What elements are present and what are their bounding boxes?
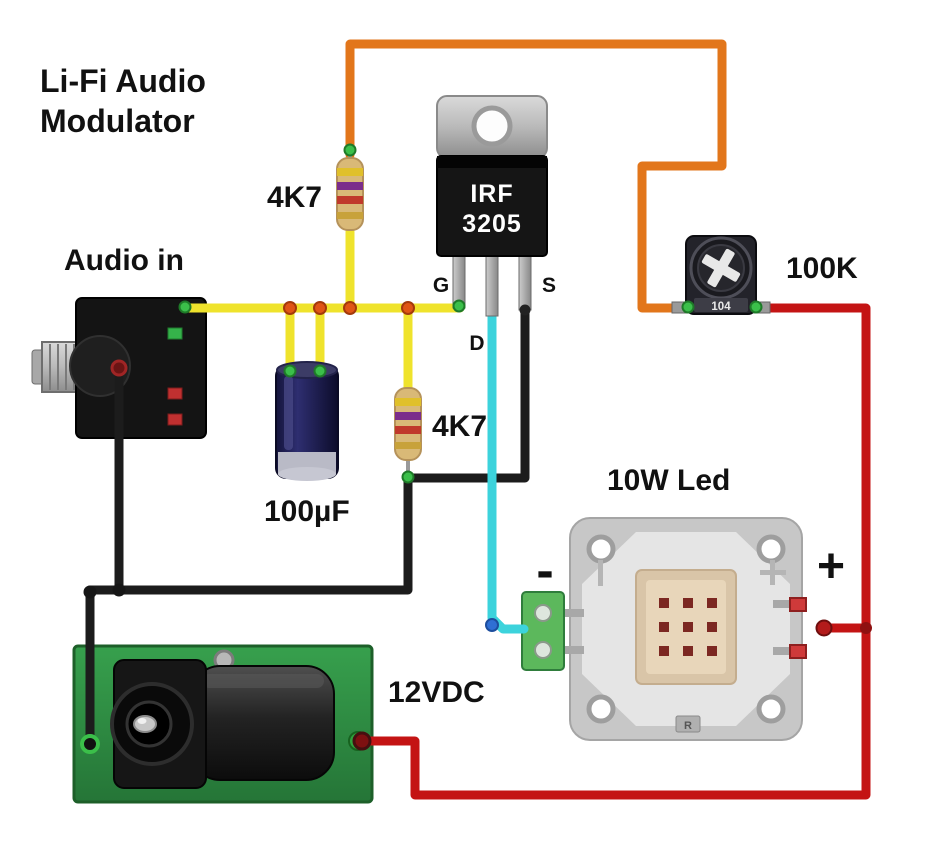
audio-jack-module <box>31 297 207 439</box>
capacitor-bottom <box>278 467 336 481</box>
led-plus-pad-bottom <box>789 644 807 659</box>
capacitor-highlight <box>284 376 293 450</box>
junction-yellow-2 <box>313 301 327 315</box>
resistor-top-band-yellow <box>337 168 363 176</box>
mosfet-leg-drain <box>485 253 499 317</box>
barrel-jack-pin-shine <box>137 718 147 724</box>
led-chip-grid <box>659 598 717 656</box>
black-ground-wire <box>85 471 413 749</box>
plate-plus-mark-v <box>770 560 775 585</box>
led-hole-top-right <box>756 534 786 564</box>
resistor-bottom-band-violet <box>395 412 421 420</box>
pin-source-label: S <box>542 274 556 297</box>
plate-minus-mark <box>598 560 603 586</box>
mosfet-leg-source <box>518 253 532 311</box>
dot-orange-resistor <box>343 143 357 157</box>
junction-yellow-4 <box>401 301 415 315</box>
title-line1: Li-Fi Audio <box>40 63 206 99</box>
led-plus-pin-top <box>773 600 791 608</box>
resistor-bottom-band-gold <box>395 442 421 449</box>
pin-gate-label: G <box>433 274 449 297</box>
dot-cap-right <box>313 364 327 378</box>
pin-drain-label: D <box>469 332 484 355</box>
connection-dots <box>80 143 872 754</box>
led-terminal-pin-bottom <box>562 646 584 654</box>
terminal-screw-bottom <box>534 641 552 659</box>
led-terminal-pin-top <box>562 609 584 617</box>
led-hole-bottom-left <box>586 694 616 724</box>
resistor-bottom-band-red <box>395 426 421 434</box>
red-supply-wire <box>357 303 871 800</box>
labels: Li-Fi Audio Modulator Audio in 4K7 4K7 1… <box>40 63 858 732</box>
dot-pot-left <box>681 300 695 314</box>
junction-black-2 <box>83 585 97 599</box>
potentiometer-label: 100K <box>786 252 858 285</box>
terminal-screw-top <box>534 604 552 622</box>
dot-resistor-bottom <box>401 470 415 484</box>
dot-cap-left <box>283 364 297 378</box>
audio-in-label: Audio in <box>64 244 184 277</box>
led-hole-bottom-right <box>756 694 786 724</box>
dot-jack-signal <box>178 300 192 314</box>
resistor-bottom-label: 4K7 <box>432 410 487 443</box>
resistor-bottom <box>394 387 422 478</box>
resistor-bottom-band-yellow <box>395 398 421 406</box>
dot-source <box>519 304 531 316</box>
resistor-top-band-red <box>337 196 363 204</box>
capacitor <box>275 361 339 481</box>
dot-jack-ground <box>110 359 128 377</box>
mosfet <box>436 95 548 317</box>
orange-wire <box>345 39 727 313</box>
barrel-jack-pin <box>133 715 157 733</box>
led-logo-box <box>675 715 701 733</box>
jack-pad-red-2 <box>167 413 183 426</box>
power-label: 12VDC <box>388 676 485 709</box>
black-source-wire <box>405 305 530 483</box>
jack-pad-red-1 <box>167 387 183 400</box>
led-plus-label: + <box>817 540 845 593</box>
resistor-top-band-gold <box>337 212 363 219</box>
potentiometer <box>671 235 771 315</box>
pot-cross-slot <box>701 248 741 288</box>
barrel-jack-highlight <box>202 674 324 688</box>
title-line2: Modulator <box>40 103 195 139</box>
junction-yellow-3 <box>343 301 357 315</box>
jack-sleeve-threads <box>49 344 75 390</box>
led-hole-top-left <box>586 534 616 564</box>
dot-pot-right <box>749 300 763 314</box>
led-module <box>521 517 807 741</box>
resistor-top-label: 4K7 <box>267 181 322 214</box>
led-plus-pin-bottom <box>773 647 791 655</box>
jack-pad-green <box>167 327 183 340</box>
junction-yellow-1 <box>283 301 297 315</box>
mosfet-name-line1: IRF <box>470 180 513 208</box>
pot-code-strip <box>694 298 748 312</box>
dot-cyan-end <box>485 618 499 632</box>
power-jack-module <box>72 644 374 804</box>
mosfet-tab-hole <box>471 105 513 147</box>
capacitor-label: 100µF <box>264 495 350 528</box>
resistor-top-band-violet <box>337 182 363 190</box>
mosfet-body-edge <box>437 156 547 168</box>
dot-power-red <box>352 731 372 751</box>
junction-black-1 <box>112 583 126 597</box>
junction-red <box>860 622 872 634</box>
led-label: 10W Led <box>607 464 730 497</box>
mosfet-name-line2: 3205 <box>462 210 522 238</box>
dot-power-black <box>80 734 100 754</box>
pot-slot-h <box>701 254 741 282</box>
pot-code-label: 104 <box>711 301 731 313</box>
led-plus-pad-top <box>789 597 807 612</box>
led-minus-label: - <box>536 542 553 600</box>
resistor-top <box>336 144 364 231</box>
dot-led-plus <box>815 619 833 637</box>
led-logo-label: R <box>684 720 692 732</box>
dot-gate <box>452 299 466 313</box>
